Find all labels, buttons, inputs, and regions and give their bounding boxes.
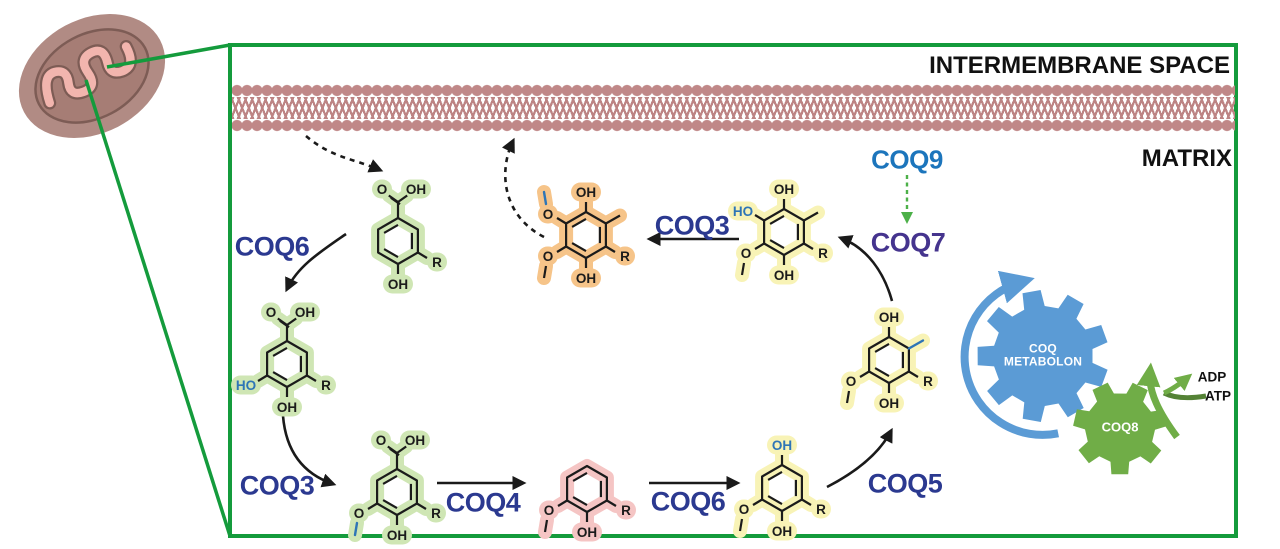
zoom-connector-line-top [106,43,231,69]
enzyme-label-coq5: COQ5 [867,468,943,499]
adp-label: ADP [1197,369,1227,385]
enzyme-label-coq3-top: COQ3 [654,210,730,241]
coq-metabolon-label-line1: COQ [1029,341,1057,356]
coq-metabolon-label-line2: METABOLON [1003,355,1083,369]
lipid-tails [232,97,1235,119]
label-intermembrane-space: INTERMEMBRANE SPACE [929,52,1230,79]
coq-metabolon-label: COQ METABOLON [1003,341,1083,370]
enzyme-label-coq6-top: COQ6 [234,231,310,262]
mitochondrion-inner-membrane [34,28,150,124]
enzyme-label-coq9: COQ9 [871,144,943,175]
mitochondrion-outer-membrane [18,14,166,138]
coq8-label: COQ8 [1101,419,1139,435]
zoom-connector-line-bottom [84,79,232,537]
enzyme-label-coq6-bottom: COQ6 [650,486,726,517]
lipid-bilayer-membrane [232,84,1235,132]
lipid-heads-bottom [232,119,1235,132]
atp-label: ATP [1205,388,1231,404]
enzyme-label-coq4: COQ4 [445,487,521,518]
cristae [42,42,135,108]
lipid-heads-top [232,84,1235,97]
mitochondrion-illustration [18,14,166,138]
cristae-outline [39,40,137,110]
enzyme-label-coq7: COQ7 [870,227,946,258]
label-matrix: MATRIX [1141,145,1232,172]
enzyme-label-coq3-left: COQ3 [239,470,315,501]
